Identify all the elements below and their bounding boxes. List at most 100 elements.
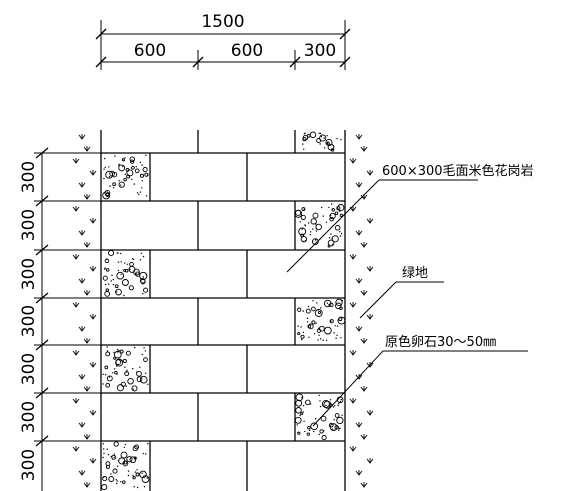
sand-dot [313, 333, 316, 335]
sand-dot [319, 132, 322, 135]
sand-dot [111, 274, 113, 276]
pebble [119, 349, 124, 354]
sand-dot [340, 139, 342, 141]
sand-dot [119, 252, 122, 255]
grass-tuft [72, 206, 80, 212]
sand-dot [103, 177, 105, 180]
sand-dot [145, 273, 147, 276]
pebble [132, 476, 136, 480]
grass-tuft [355, 422, 363, 428]
pebble [129, 456, 137, 464]
pebble [116, 271, 125, 280]
pebble [315, 223, 322, 231]
pebble [302, 134, 309, 141]
sand-dot [118, 164, 120, 166]
sand-dot [124, 157, 126, 159]
sand-dot [136, 371, 138, 373]
sand-dot [301, 397, 303, 399]
pebble [102, 476, 108, 482]
pebble [101, 484, 108, 491]
grass-tuft [89, 362, 97, 368]
pebble [109, 170, 115, 177]
pebble [104, 291, 111, 297]
pebble [105, 170, 114, 179]
sand-dot [308, 429, 311, 432]
pebble [139, 375, 148, 384]
grass-tuft [83, 242, 91, 248]
pebble [331, 208, 335, 212]
grass-tuft [355, 230, 363, 236]
sand-dot [113, 456, 115, 458]
pebble [334, 211, 339, 216]
sand-dot [103, 448, 105, 450]
grass-tuft [349, 350, 357, 356]
sand-dot [123, 446, 126, 448]
sand-dot [120, 360, 123, 362]
sand-dot [319, 338, 322, 340]
grass-tuft [349, 158, 357, 164]
sand-dot [328, 304, 330, 306]
pebble [126, 456, 133, 463]
pebble [123, 177, 127, 182]
sand-dot [145, 453, 147, 455]
sand-dot [313, 430, 315, 433]
sand-dot [312, 300, 314, 302]
label-granite: 600×300毛面米色花岗岩 [382, 163, 534, 179]
sand-dot [328, 206, 330, 209]
dim-row-5: 300 [19, 353, 39, 385]
lawn-strip-left [72, 134, 97, 488]
sand-dot [136, 469, 138, 471]
grass-tuft [83, 386, 91, 392]
grass-tuft [355, 470, 363, 476]
pebble [329, 319, 334, 324]
pebble [113, 441, 119, 447]
grass-tuft [349, 446, 357, 452]
sand-dot [110, 280, 113, 282]
top-dimension-lines [95, 20, 351, 70]
pebble [142, 167, 148, 173]
sand-dot [311, 241, 314, 243]
sand-dot [320, 307, 322, 309]
sand-dot [322, 215, 324, 217]
sand-dot [106, 346, 108, 348]
sand-dot [317, 309, 319, 311]
sand-dot [135, 273, 137, 275]
pebble [121, 279, 129, 286]
sand-dot [339, 235, 342, 237]
sand-dot [333, 419, 335, 421]
sand-dot [302, 143, 304, 145]
sand-dot [110, 455, 112, 458]
sand-dot [124, 443, 127, 446]
grass-tuft [72, 350, 80, 356]
sand-dot [325, 221, 328, 223]
pebble [297, 307, 302, 312]
grass-tuft [349, 254, 357, 260]
pebble [335, 302, 342, 310]
pebble [139, 173, 145, 178]
sand-dot [135, 166, 137, 168]
pebble [111, 454, 117, 460]
grass-tuft [72, 302, 80, 308]
sand-dot [108, 376, 111, 378]
sand-dot [123, 159, 125, 162]
grass-tuft [360, 434, 368, 440]
grass-tuft [83, 194, 91, 200]
sand-dot [116, 480, 118, 482]
grass-tuft [349, 398, 357, 404]
sand-dot [299, 414, 301, 417]
sand-dot [104, 157, 106, 160]
sand-dot [145, 372, 147, 374]
sand-dot [139, 161, 142, 164]
pebble [118, 457, 126, 465]
pebble [329, 423, 338, 431]
sand-dot [320, 136, 323, 138]
sand-dot [330, 214, 332, 217]
sand-dot [112, 278, 115, 281]
sand-dot [301, 338, 303, 341]
sand-dot [312, 228, 314, 230]
grass-tuft [78, 182, 86, 188]
pebble [312, 212, 319, 219]
pebble [334, 225, 341, 231]
pebble [134, 271, 141, 277]
sand-dot [146, 174, 149, 176]
